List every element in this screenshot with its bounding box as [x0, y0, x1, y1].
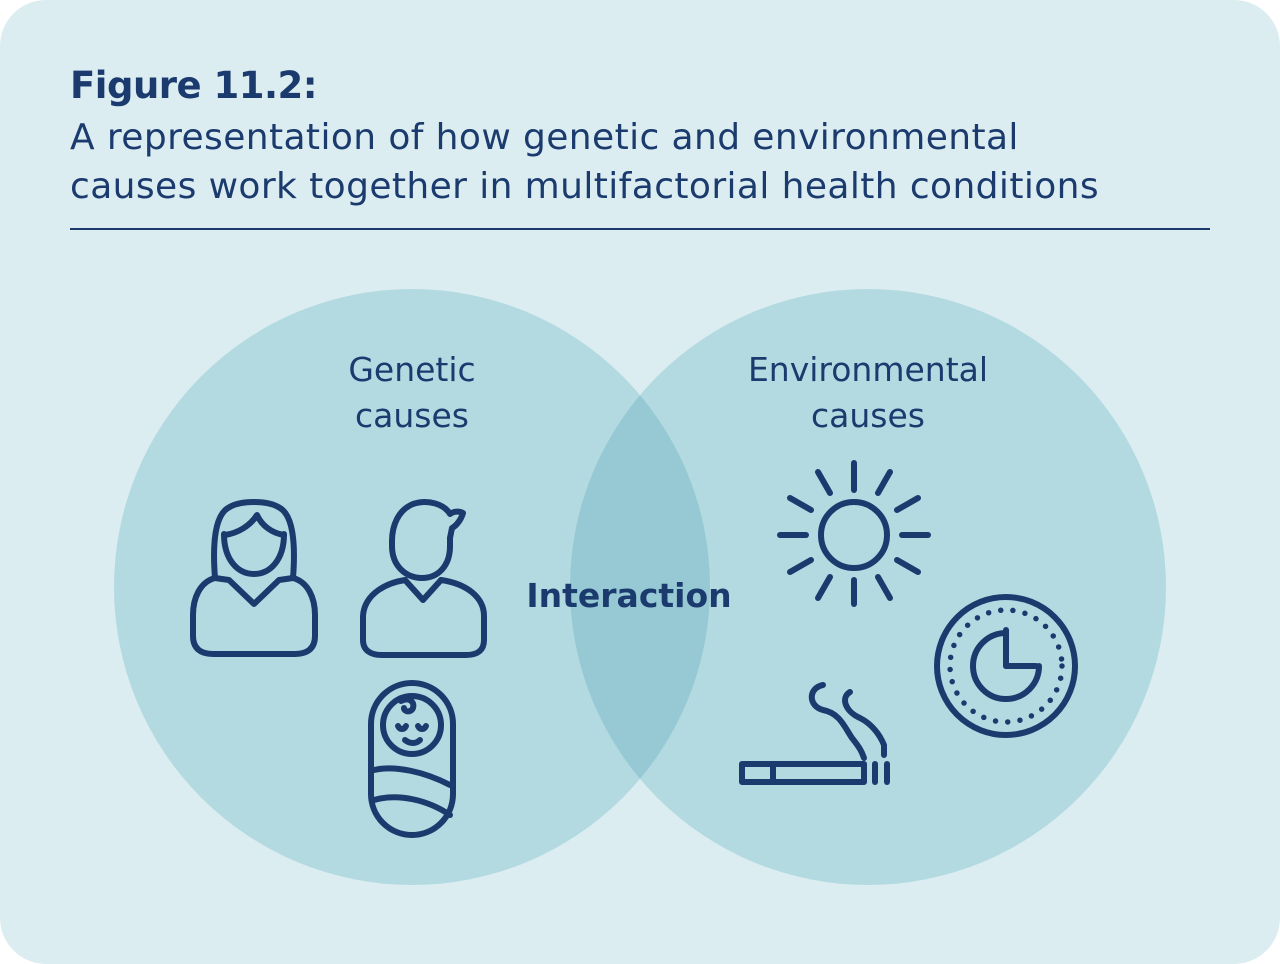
baby-icon	[368, 680, 456, 838]
woman-icon	[190, 499, 318, 657]
sun-icon	[777, 460, 931, 607]
genetic-title-line-1: Genetic	[348, 350, 475, 389]
interaction-label: Interaction	[526, 576, 731, 615]
environmental-title-line-2: causes	[811, 396, 925, 435]
clock-icon	[934, 594, 1078, 738]
caption-line-1: A representation of how genetic and envi…	[70, 117, 1019, 158]
cigarette-icon	[739, 682, 890, 785]
divider-rule	[70, 228, 1210, 230]
genetic-title-line-2: causes	[355, 396, 469, 435]
figure-label: Figure 11.2:	[70, 64, 318, 107]
environmental-title-line-1: Environmental	[748, 350, 988, 389]
figure-caption: A representation of how genetic and envi…	[70, 113, 1230, 211]
caption-line-2: causes work together in multifactorial h…	[70, 166, 1100, 207]
man-icon	[360, 499, 487, 658]
